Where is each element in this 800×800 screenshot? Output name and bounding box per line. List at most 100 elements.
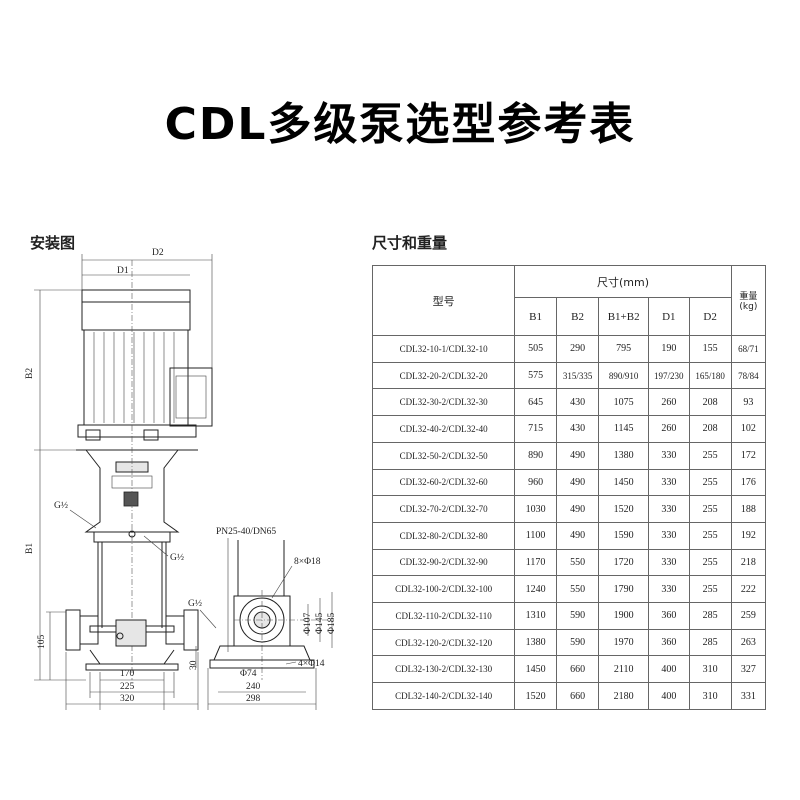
value-cell: 255 — [688, 521, 732, 550]
g-half-left-label: G½ — [54, 500, 68, 511]
value-cell: 290 — [555, 335, 600, 363]
value-cell: 222 — [730, 575, 767, 604]
phi74-label: Φ74 — [240, 669, 257, 679]
size-header: 尺寸(mm) — [514, 265, 732, 298]
value-cell: 715 — [514, 415, 557, 443]
dim-d2: D2 — [152, 248, 164, 258]
value-cell: 505 — [514, 335, 557, 363]
dim-b1: B1 — [25, 543, 35, 554]
value-cell: 197/230 — [648, 361, 690, 390]
dimensions-weight-label: 尺寸和重量 — [372, 234, 448, 252]
value-cell: 490 — [555, 495, 600, 523]
weight-header: 重量(kg) — [730, 265, 767, 336]
model-cell: CDL32-80-2/CDL32-80 — [371, 521, 516, 550]
pn-label: PN25-40/DN65 — [216, 527, 276, 537]
value-cell: 263 — [730, 628, 767, 657]
value-cell: 1170 — [514, 548, 557, 577]
dim-320: 320 — [120, 694, 135, 704]
value-cell: 590 — [555, 628, 600, 657]
model-cell: CDL32-120-2/CDL32-120 — [371, 628, 516, 657]
model-cell: CDL32-10-1/CDL32-10 — [371, 335, 516, 363]
value-cell: 208 — [688, 388, 732, 417]
value-cell: 192 — [730, 521, 767, 550]
value-cell: 260 — [648, 415, 690, 443]
value-cell: 660 — [555, 682, 600, 710]
value-cell: 575 — [514, 361, 557, 390]
value-cell: 327 — [730, 655, 767, 684]
page-title: CDL多级泵选型参考表 — [164, 99, 636, 150]
value-cell: 172 — [730, 441, 767, 470]
value-cell: 1145 — [598, 415, 650, 443]
value-cell: 400 — [648, 682, 690, 710]
value-cell: 1450 — [514, 655, 557, 684]
holes-4-label: 4×Φ14 — [298, 659, 325, 669]
value-cell: 890 — [514, 441, 557, 470]
value-cell: 208 — [688, 415, 732, 443]
value-cell: 960 — [514, 468, 557, 497]
value-cell: 330 — [648, 548, 690, 577]
value-cell: 102 — [730, 415, 767, 443]
value-cell: 400 — [648, 655, 690, 684]
value-cell: 1310 — [514, 602, 557, 630]
value-cell: 190 — [648, 335, 690, 363]
sub-header-d2: D2 — [688, 297, 732, 336]
model-cell: CDL32-50-2/CDL32-50 — [371, 441, 516, 470]
value-cell: 218 — [730, 548, 767, 577]
value-cell: 1075 — [598, 388, 650, 417]
phi145-label: Φ145 — [315, 613, 325, 634]
install-diagram-label: 安装图 — [30, 234, 76, 252]
value-cell: 259 — [730, 602, 767, 630]
value-cell: 1240 — [514, 575, 557, 604]
dim-240: 240 — [246, 682, 261, 692]
value-cell: 1720 — [598, 548, 650, 577]
value-cell: 330 — [648, 495, 690, 523]
value-cell: 255 — [688, 495, 732, 523]
value-cell: 360 — [648, 602, 690, 630]
value-cell: 315/335 — [555, 361, 600, 390]
value-cell: 2110 — [598, 655, 650, 684]
sub-header-d1: D1 — [648, 297, 690, 336]
value-cell: 660 — [555, 655, 600, 684]
value-cell: 1520 — [514, 682, 557, 710]
model-cell: CDL32-20-2/CDL32-20 — [371, 361, 516, 390]
value-cell: 430 — [555, 415, 600, 443]
model-cell: CDL32-110-2/CDL32-110 — [371, 602, 516, 630]
model-cell: CDL32-130-2/CDL32-130 — [371, 655, 516, 684]
value-cell: 285 — [688, 602, 732, 630]
value-cell: 1380 — [598, 441, 650, 470]
model-cell: CDL32-40-2/CDL32-40 — [371, 415, 516, 443]
spec-table: 型号 尺寸(mm) 重量(kg) B1 B2 B1+B2 D1 D2 CDL32… — [371, 265, 767, 710]
value-cell: 1520 — [598, 495, 650, 523]
value-cell: 1790 — [598, 575, 650, 604]
value-cell: 550 — [555, 548, 600, 577]
value-cell: 490 — [555, 521, 600, 550]
model-header: 型号 — [371, 265, 516, 336]
g-half-mid-label: G½ — [170, 552, 184, 563]
value-cell: 310 — [688, 682, 732, 710]
value-cell: 1970 — [598, 628, 650, 657]
dim-d1: D1 — [117, 266, 129, 276]
phi185-label: Φ185 — [327, 613, 337, 634]
value-cell: 1590 — [598, 521, 650, 550]
value-cell: 795 — [598, 335, 650, 363]
dim-170: 170 — [120, 669, 135, 679]
value-cell: 260 — [648, 388, 690, 417]
value-cell: 331 — [730, 682, 767, 710]
value-cell: 890/910 — [598, 361, 650, 390]
dim-298: 298 — [246, 694, 261, 704]
value-cell: 330 — [648, 575, 690, 604]
model-cell: CDL32-60-2/CDL32-60 — [371, 468, 516, 497]
value-cell: 255 — [688, 441, 732, 470]
value-cell: 176 — [730, 468, 767, 497]
value-cell: 645 — [514, 388, 557, 417]
value-cell: 68/71 — [730, 335, 767, 363]
